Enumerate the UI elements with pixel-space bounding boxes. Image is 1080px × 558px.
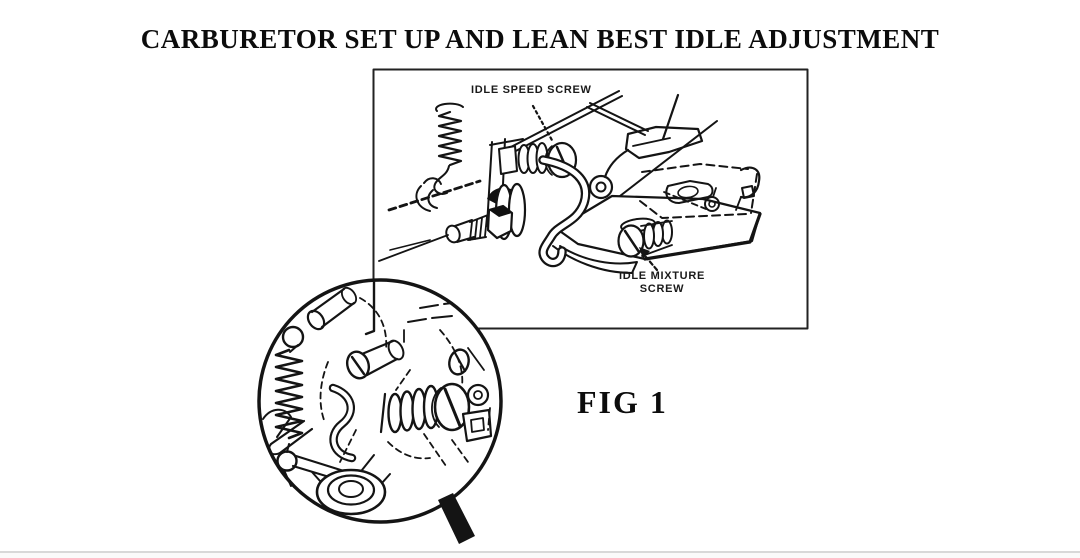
idle-mixture-screw-label-line1: IDLE MIXTURE (618, 270, 705, 282)
magnified-dashed-lines (319, 297, 491, 467)
magnified-lever-nut-drawing (262, 408, 391, 516)
page-bottom-divider (0, 551, 1080, 553)
throttle-rod-lines (504, 90, 718, 214)
throttle-return-spring-drawing (415, 102, 464, 212)
page-title: CARBURETOR SET UP AND LEAN BEST IDLE ADJ… (140, 24, 940, 54)
magnified-small-screw-drawing (345, 339, 405, 380)
bolt-assembly-drawing (378, 179, 527, 262)
idle-speed-screw-label: IDLE SPEED SCREW (471, 84, 592, 96)
magnifier-detail-circle (257, 278, 503, 544)
throttle-lever-drawing (588, 125, 704, 200)
idle-mixture-arrow (639, 247, 659, 272)
idle-mixture-screw-label-line2: SCREW (639, 283, 685, 295)
idle-speed-leader-line (531, 104, 555, 144)
carburetor-linkage-drawing (378, 90, 762, 274)
magnifier-handle (438, 493, 475, 544)
magnified-hook-rod-drawing (328, 383, 357, 463)
figure-caption: FIG 1 (577, 384, 668, 420)
idle-mixture-screw-drawing (617, 219, 673, 258)
page-bottom-strip (0, 553, 1080, 558)
dashed-bracket-drawing (639, 163, 761, 219)
magnified-rod-end-drawing (281, 286, 358, 349)
choke-hook-rod-drawing (538, 155, 591, 268)
magnified-mixture-screw-drawing (379, 382, 471, 434)
idle-mixture-screw-label: IDLE MIXTURE SCREW (601, 270, 723, 296)
